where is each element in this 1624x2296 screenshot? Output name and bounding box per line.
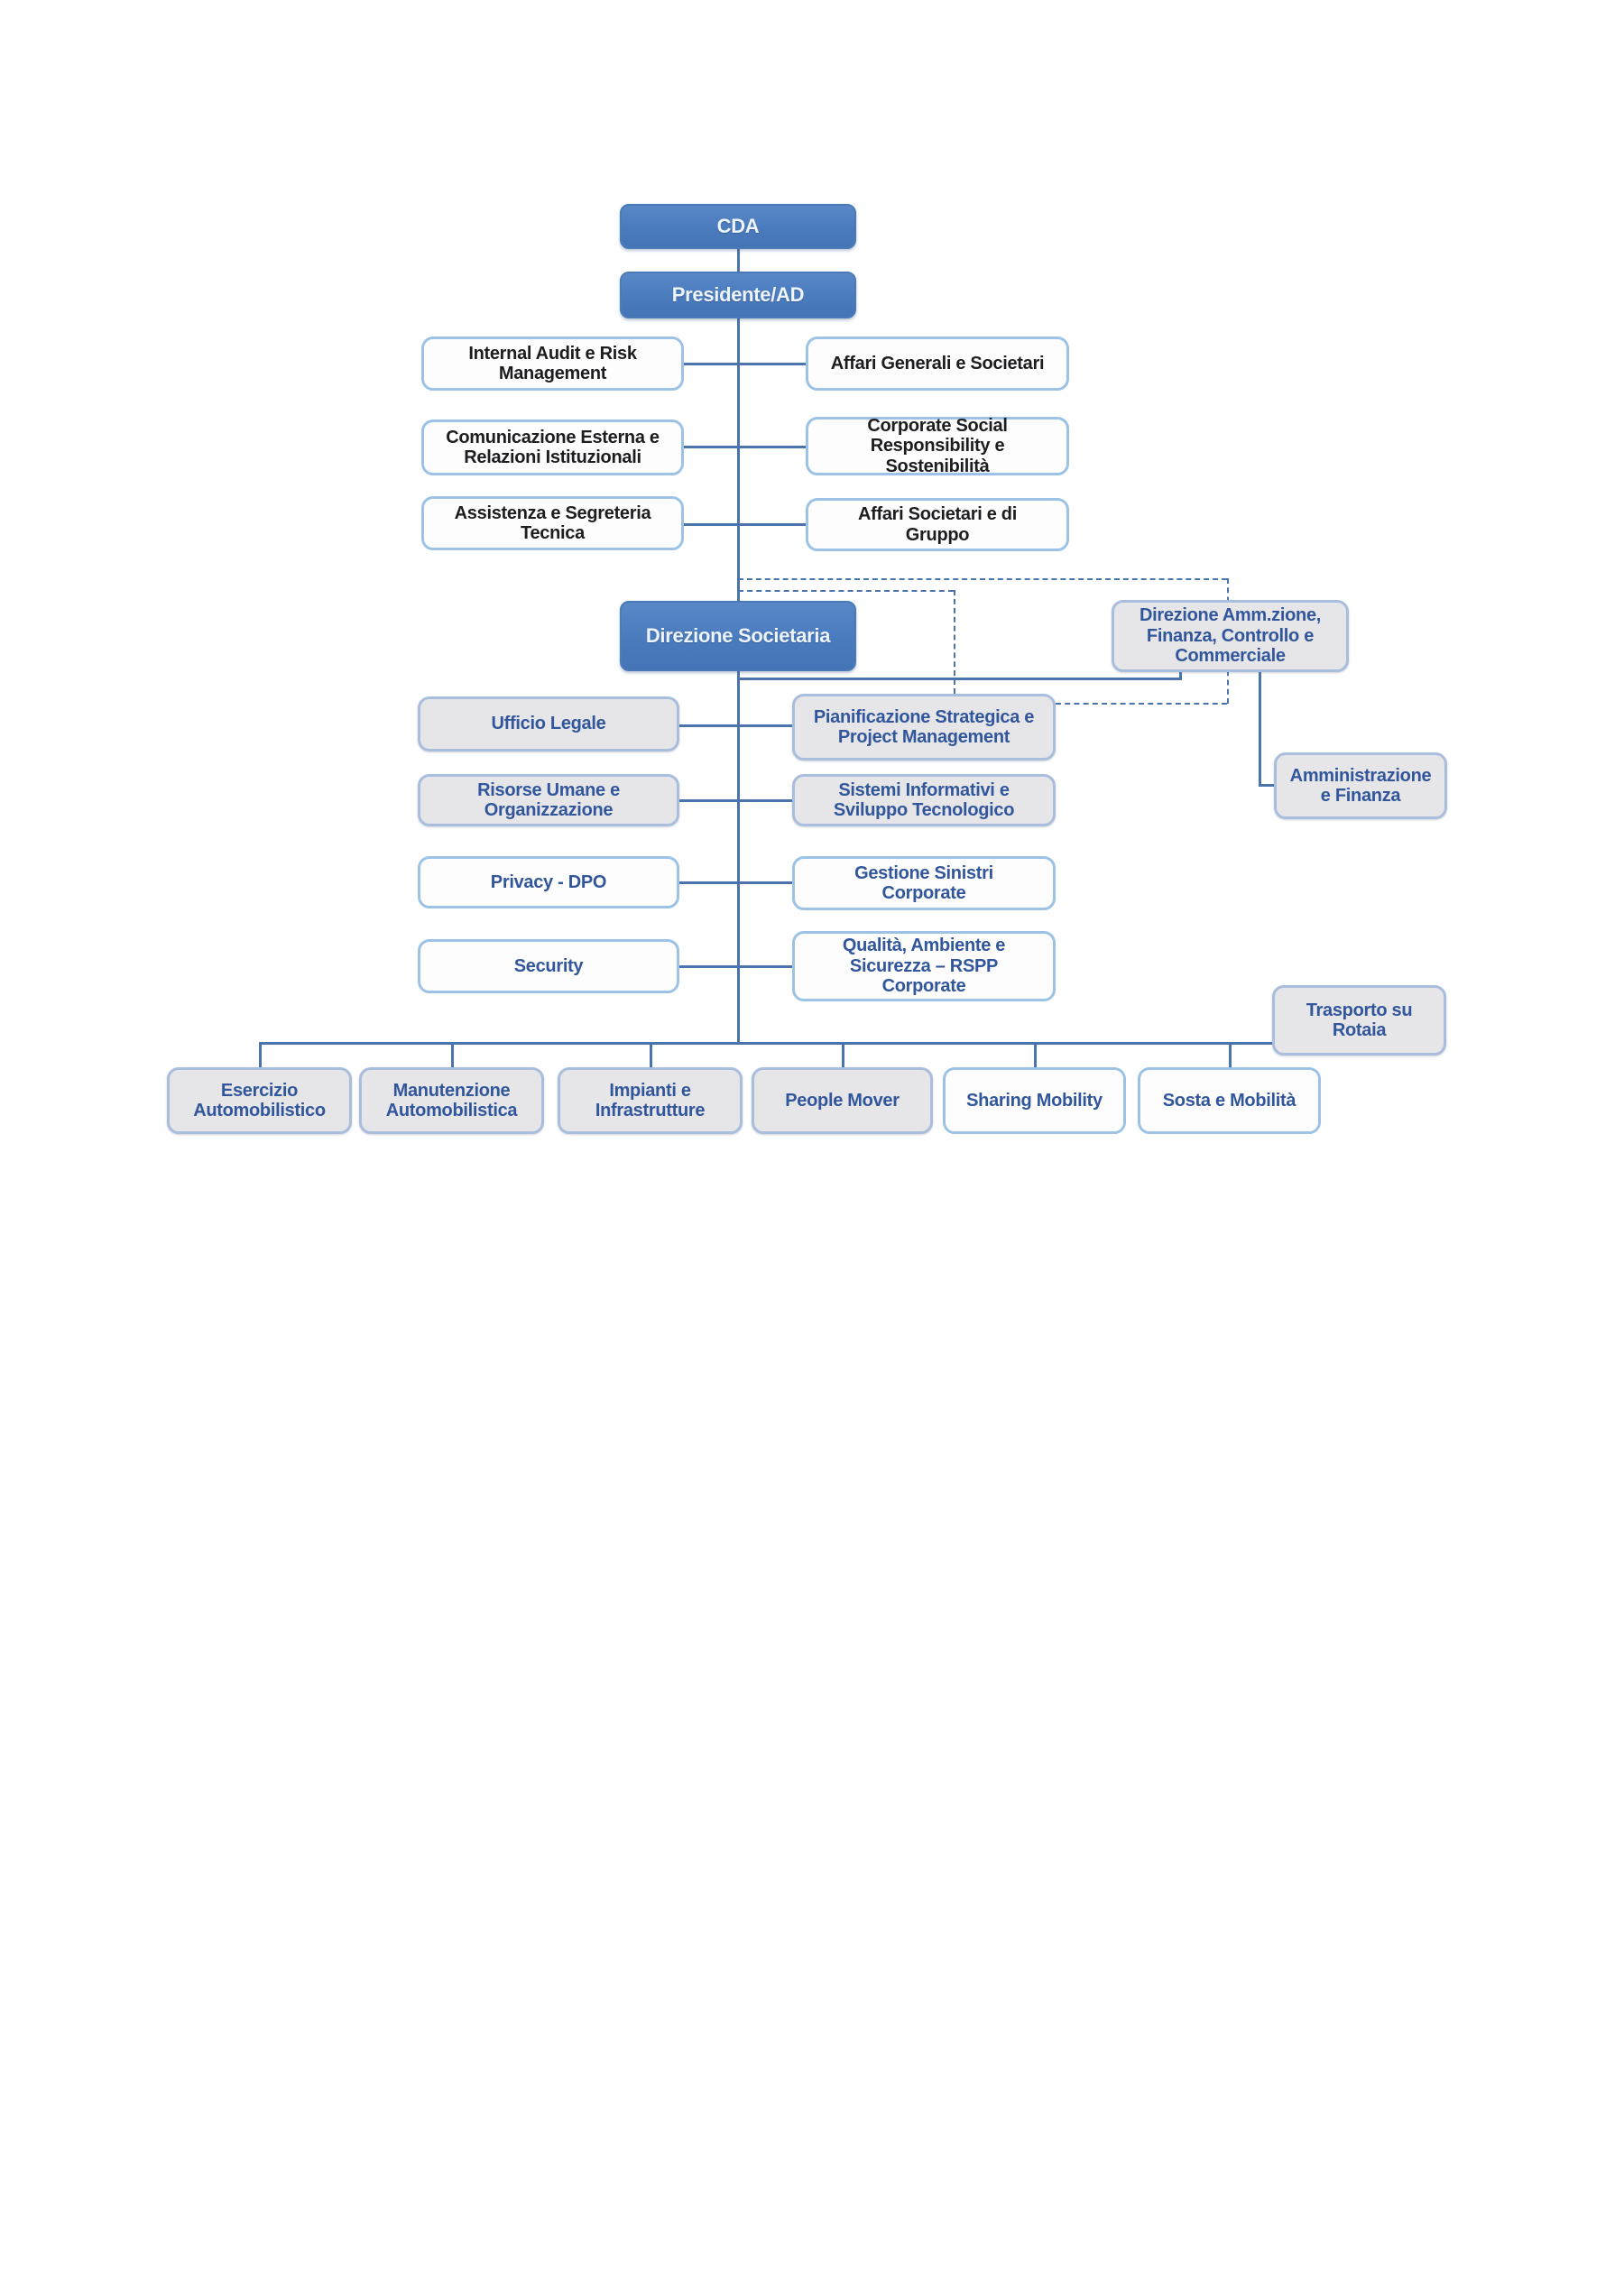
connector-line [679, 965, 792, 968]
node-label: Ufficio Legale [491, 714, 606, 734]
node-label: Impianti e Infrastrutture [595, 1080, 706, 1120]
node-label: Esercizio Automobilistico [193, 1080, 326, 1120]
node-label: Manutenzione Automobilistica [385, 1080, 518, 1120]
node-manutenzione-automobilistica: Manutenzione Automobilistica [359, 1067, 544, 1134]
connector-line [684, 446, 806, 448]
connector-line [451, 1042, 454, 1069]
node-label: Assistenza e Segreteria Tecnica [454, 503, 651, 543]
node-label: Sistemi Informativi e Sviluppo Tecnologi… [833, 779, 1015, 820]
node-label: Sosta e Mobilità [1162, 1090, 1296, 1111]
connector-line [684, 363, 806, 365]
node-label: CDA [716, 214, 760, 237]
node-label: Affari Generali e Societari [830, 353, 1045, 373]
node-label: Security [513, 955, 584, 976]
node-csr-sostenibilita: Corporate Social Responsibility e Sosten… [806, 415, 1069, 476]
node-assistenza-segreteria: Assistenza e Segreteria Tecnica [421, 496, 684, 550]
node-label: Qualità, Ambiente e Sicurezza – RSPP Cor… [842, 936, 1006, 997]
node-sharing-mobility: Sharing Mobility [943, 1067, 1126, 1134]
node-presidente-ad: Presidente/AD [620, 272, 856, 318]
connector-line [738, 590, 954, 592]
connector-line [737, 671, 740, 1045]
node-privacy-dpo: Privacy - DPO [418, 856, 679, 908]
connector-line [842, 1042, 844, 1069]
node-gestione-sinistri: Gestione Sinistri Corporate [792, 856, 1056, 910]
node-security: Security [418, 939, 679, 993]
connector-line [1034, 1042, 1037, 1069]
node-label: Pianificazione Strategica e Project Mana… [813, 706, 1035, 747]
node-label: Trasporto su Rotaia [1306, 1000, 1413, 1040]
connector-line [737, 318, 740, 601]
connector-line [737, 678, 1182, 680]
node-sosta-mobilita: Sosta e Mobilità [1138, 1067, 1321, 1134]
node-amministrazione-finanza: Amministrazione e Finanza [1274, 752, 1447, 819]
node-label: Internal Audit e Risk Management [468, 343, 637, 383]
node-ufficio-legale: Ufficio Legale [418, 696, 679, 752]
node-label: Affari Societari e di Gruppo [858, 504, 1017, 545]
node-label: Direzione Societaria [645, 623, 831, 647]
node-label: Privacy - DPO [490, 871, 607, 892]
node-label: Sharing Mobility [966, 1090, 1103, 1111]
node-affari-societari-gruppo: Affari Societari e di Gruppo [806, 498, 1069, 551]
node-label: Direzione Amm.zione, Finanza, Controllo … [1139, 605, 1322, 667]
connector-line [954, 590, 955, 694]
node-internal-audit: Internal Audit e Risk Management [421, 337, 684, 391]
node-label: Comunicazione Esterna e Relazioni Istitu… [446, 427, 660, 467]
connector-line [259, 1042, 1272, 1045]
node-risorse-umane: Risorse Umane e Organizzazione [418, 774, 679, 826]
connector-line [679, 881, 792, 884]
connector-line [679, 724, 792, 727]
node-direzione-societaria: Direzione Societaria [620, 601, 856, 671]
node-esercizio-automobilistico: Esercizio Automobilistico [167, 1067, 352, 1134]
connector-line [1229, 1042, 1232, 1069]
node-comunicazione-esterna: Comunicazione Esterna e Relazioni Istitu… [421, 420, 684, 475]
node-label: People Mover [785, 1090, 900, 1111]
connector-line [1259, 672, 1261, 787]
connector-line [684, 523, 806, 526]
connector-line [738, 578, 1227, 580]
node-cda: CDA [620, 204, 856, 249]
node-pianificazione: Pianificazione Strategica e Project Mana… [792, 694, 1056, 761]
node-label: Gestione Sinistri Corporate [854, 862, 993, 903]
connector-line [1259, 784, 1277, 787]
node-impianti-infrastrutture: Impianti e Infrastrutture [558, 1067, 743, 1134]
connector-line [650, 1042, 652, 1069]
node-sistemi-informativi: Sistemi Informativi e Sviluppo Tecnologi… [792, 774, 1056, 826]
node-qualita-ambiente: Qualità, Ambiente e Sicurezza – RSPP Cor… [792, 931, 1056, 1001]
connector-line [737, 249, 740, 272]
node-direzione-amm: Direzione Amm.zione, Finanza, Controllo … [1112, 600, 1349, 672]
node-label: Presidente/AD [671, 282, 805, 306]
connector-line [679, 799, 792, 802]
connector-line [1179, 672, 1182, 680]
node-label: Risorse Umane e Organizzazione [477, 779, 620, 820]
node-label: Amministrazione e Finanza [1289, 765, 1432, 806]
connector-line [259, 1042, 262, 1069]
node-trasporto-rotaia: Trasporto su Rotaia [1272, 985, 1446, 1056]
connector-line [1056, 703, 1227, 705]
node-people-mover: People Mover [752, 1067, 933, 1134]
node-affari-generali: Affari Generali e Societari [806, 337, 1069, 391]
node-label: Corporate Social Responsibility e Sosten… [867, 415, 1008, 476]
